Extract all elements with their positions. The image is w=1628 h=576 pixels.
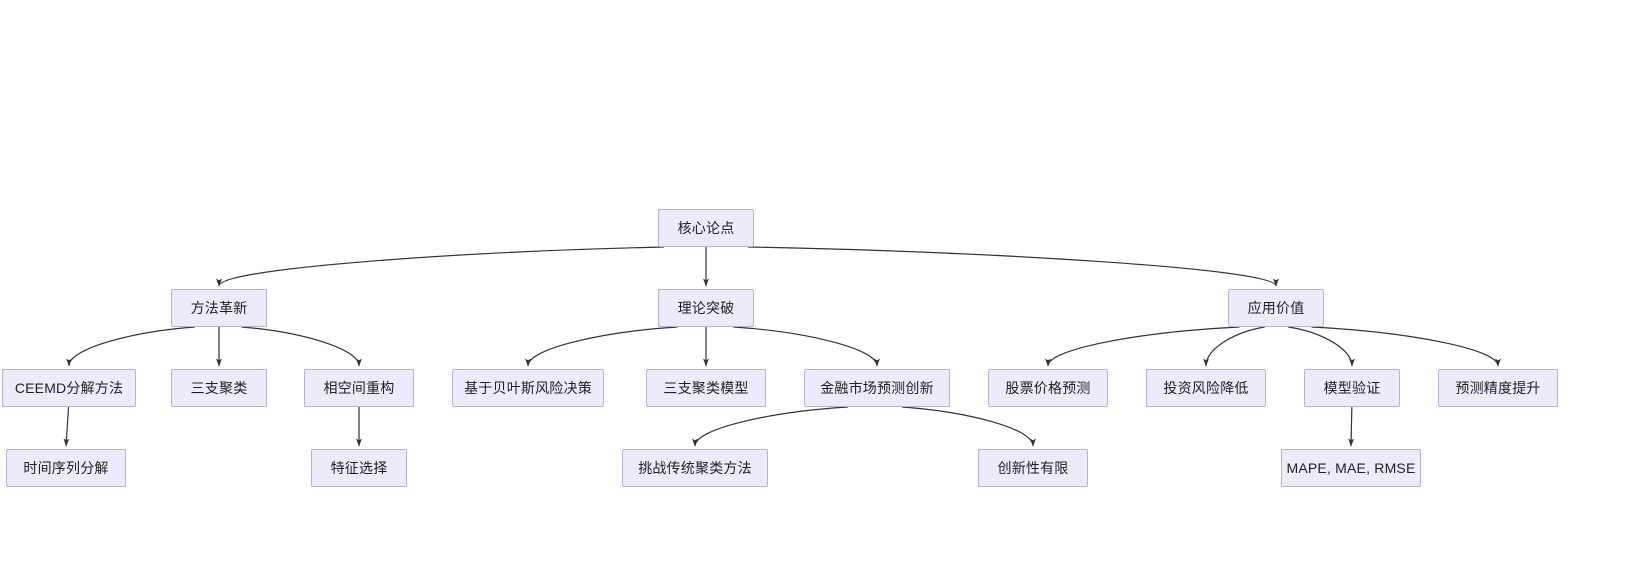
node-root[interactable]: 核心论点 <box>658 209 754 247</box>
node-label: 应用价值 <box>1247 300 1305 316</box>
edge-finance-to-challenge <box>692 406 848 447</box>
edge-application-to-risk <box>1203 326 1265 367</box>
node-validate[interactable]: 模型验证 <box>1304 369 1400 407</box>
node-label: 预测精度提升 <box>1455 380 1541 396</box>
edge-application-to-stock <box>1045 326 1240 367</box>
node-label: 方法革新 <box>190 300 248 316</box>
node-accuracy[interactable]: 预测精度提升 <box>1438 369 1558 407</box>
node-label: 模型验证 <box>1323 380 1381 396</box>
node-label: MAPE, MAE, RMSE <box>1286 460 1416 476</box>
node-label: 相空间重构 <box>323 380 395 396</box>
node-threeway[interactable]: 三支聚类 <box>171 369 267 407</box>
node-label: 挑战传统聚类方法 <box>638 460 752 476</box>
node-label: 特征选择 <box>330 460 388 476</box>
edge-application-to-accuracy <box>1311 326 1501 367</box>
node-method[interactable]: 方法革新 <box>171 289 267 327</box>
node-label: CEEMD分解方法 <box>14 380 124 396</box>
edge-validate-to-metrics <box>1348 406 1355 447</box>
node-label: 理论突破 <box>677 300 735 316</box>
edge-theory-to-finance <box>733 326 880 367</box>
node-application[interactable]: 应用价值 <box>1228 289 1324 327</box>
node-twmodel[interactable]: 三支聚类模型 <box>646 369 766 407</box>
node-label: 投资风险降低 <box>1163 380 1249 396</box>
node-bayes[interactable]: 基于贝叶斯风险决策 <box>452 369 604 407</box>
node-phase[interactable]: 相空间重构 <box>304 369 414 407</box>
node-label: 金融市场预测创新 <box>820 380 934 396</box>
edge-theory-to-bayes <box>525 326 678 367</box>
edge-root-to-application <box>747 246 1279 287</box>
node-stock[interactable]: 股票价格预测 <box>988 369 1108 407</box>
edge-method-to-phase <box>241 326 362 367</box>
node-finance[interactable]: 金融市场预测创新 <box>804 369 950 407</box>
node-label: 基于贝叶斯风险决策 <box>464 380 592 396</box>
edge-finance-to-limited <box>901 406 1036 447</box>
node-label: 创新性有限 <box>997 460 1069 476</box>
edge-root-to-method <box>216 246 665 287</box>
node-label: 股票价格预测 <box>1005 380 1091 396</box>
node-risk[interactable]: 投资风险降低 <box>1146 369 1266 407</box>
node-challenge[interactable]: 挑战传统聚类方法 <box>622 449 768 487</box>
node-limited[interactable]: 创新性有限 <box>978 449 1088 487</box>
edge-application-to-validate <box>1288 326 1355 367</box>
node-label: 三支聚类 <box>190 380 248 396</box>
node-label: 三支聚类模型 <box>663 380 749 396</box>
node-label: 核心论点 <box>677 220 735 236</box>
node-feature[interactable]: 特征选择 <box>311 449 407 487</box>
edge-ceemd-to-tsdecomp <box>63 406 70 447</box>
node-metrics[interactable]: MAPE, MAE, RMSE <box>1281 449 1421 487</box>
node-ceemd[interactable]: CEEMD分解方法 <box>2 369 136 407</box>
node-label: 时间序列分解 <box>23 460 109 476</box>
node-theory[interactable]: 理论突破 <box>658 289 754 327</box>
edge-group <box>63 246 1501 447</box>
node-tsdecomp[interactable]: 时间序列分解 <box>6 449 126 487</box>
edge-method-to-ceemd <box>66 326 196 367</box>
